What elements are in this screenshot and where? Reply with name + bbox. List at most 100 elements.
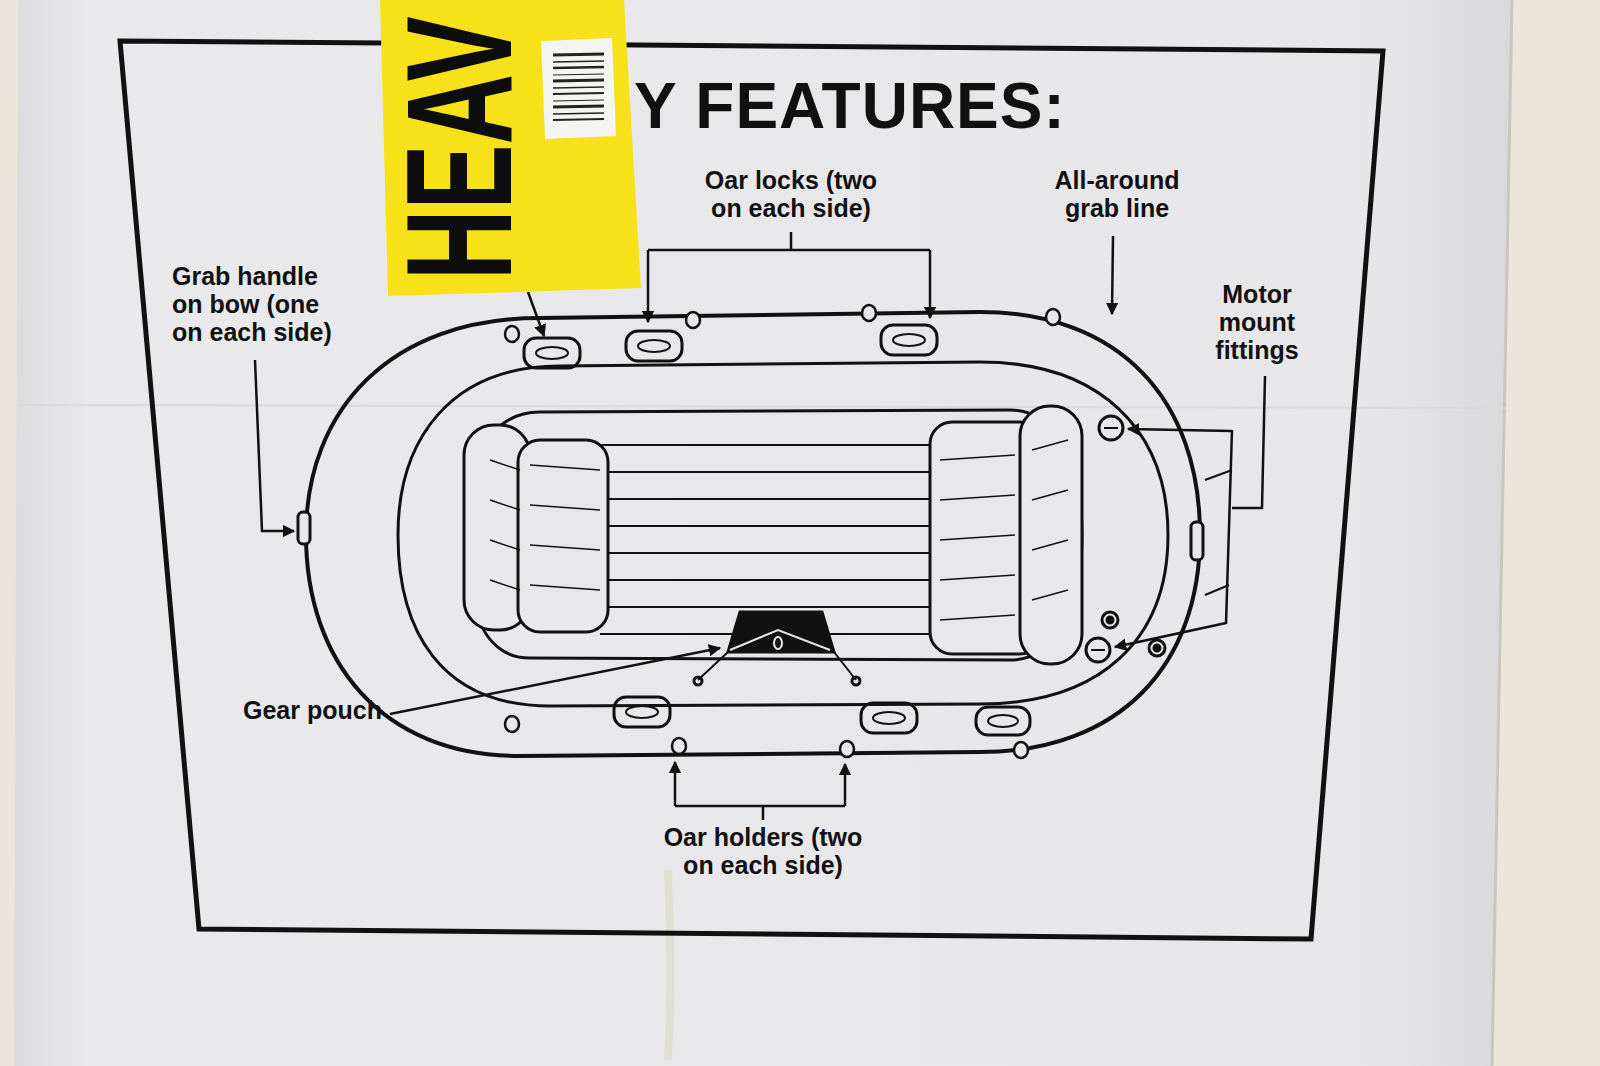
bar <box>553 100 604 101</box>
slat <box>600 444 935 446</box>
ring <box>1014 742 1028 758</box>
oar-lock <box>881 325 937 355</box>
sticker-word: HEAV <box>384 16 534 280</box>
oar-lock-eye <box>873 712 905 724</box>
seat-line <box>490 540 520 550</box>
pouch-flap <box>730 630 830 650</box>
seat-line <box>530 465 600 470</box>
slat <box>600 525 935 527</box>
seat-lines <box>490 460 600 590</box>
outer-hull <box>306 312 1200 756</box>
leader-line <box>844 764 847 806</box>
leader-line <box>528 292 544 336</box>
ring <box>672 738 686 754</box>
sticker <box>380 0 641 296</box>
oar-lock <box>614 697 670 727</box>
slat <box>600 579 935 581</box>
gear-pouch <box>728 612 834 652</box>
seat-line <box>1032 540 1068 550</box>
bracket <box>648 232 930 250</box>
bar <box>553 119 604 120</box>
oar-lock <box>861 703 917 733</box>
oar-lock-eye <box>536 347 568 359</box>
seat-back <box>1020 406 1082 664</box>
ring <box>686 312 700 328</box>
seat-line <box>1032 590 1068 600</box>
callout-label: All-around grab line <box>1032 166 1202 222</box>
leader-line <box>647 250 650 322</box>
boat <box>298 305 1203 758</box>
seat-line <box>490 500 520 510</box>
heading: Y FEATURES: <box>634 74 1066 138</box>
bar <box>553 87 604 88</box>
bar <box>553 113 604 114</box>
frame <box>120 41 1383 939</box>
oar-lock <box>524 338 580 368</box>
motor-fitting <box>1099 416 1123 440</box>
oar-lock <box>976 707 1030 735</box>
callout-label: Gear pouch <box>243 696 382 724</box>
callout-label: Motor mount fittings <box>1195 280 1319 364</box>
box-face <box>14 0 1512 1066</box>
bar <box>553 80 604 81</box>
callout-label: Oar locks (two on each side) <box>661 166 921 222</box>
leader-line <box>1128 429 1232 431</box>
callout-label: Grab handle on bow (one on each side) <box>172 262 352 346</box>
bar <box>553 54 604 55</box>
pouch-ring <box>694 677 702 685</box>
seat-line <box>530 585 600 590</box>
callout-label: Oar holders (two on each side) <box>633 823 893 879</box>
ring <box>505 326 519 342</box>
seat-lines <box>940 440 1068 620</box>
bar <box>553 61 604 62</box>
pouch-snap <box>774 637 782 649</box>
seat-line <box>490 460 520 470</box>
seat-line <box>530 505 600 510</box>
seat-line <box>940 615 1015 620</box>
seat-line <box>940 455 1015 460</box>
ring <box>840 741 854 757</box>
leader-line <box>1115 623 1226 647</box>
valve-core <box>1107 617 1113 623</box>
oar-lock-eye <box>638 340 670 352</box>
oar-locks <box>524 325 1030 735</box>
pouch-ring <box>852 677 860 685</box>
oar-lock-eye <box>893 334 925 346</box>
bar <box>553 67 604 68</box>
valve <box>1149 640 1165 656</box>
motor-fitting-slot <box>1091 649 1105 651</box>
bar <box>553 74 604 75</box>
seat-line <box>940 495 1015 500</box>
seat-line <box>490 580 520 590</box>
leader-line <box>929 250 932 318</box>
valve-core <box>1154 645 1160 651</box>
ring <box>862 305 876 321</box>
leader-line <box>1112 236 1113 314</box>
pouch-strap <box>698 652 856 680</box>
ring <box>505 716 519 732</box>
bracket <box>1226 376 1265 624</box>
slat <box>600 471 935 473</box>
floor-slats <box>600 445 935 634</box>
oar-lock-eye <box>626 706 658 718</box>
leader-line <box>390 648 720 714</box>
leader-line <box>255 360 294 531</box>
seat-line <box>940 535 1015 540</box>
box-edge <box>1492 0 1512 1066</box>
seat-line <box>530 545 600 550</box>
bar <box>553 93 604 94</box>
box-fold <box>18 405 1505 408</box>
leader-line <box>1205 470 1232 595</box>
bracket <box>675 806 845 820</box>
barcode <box>553 54 604 120</box>
inner-tube <box>398 362 1168 706</box>
slat <box>600 498 935 500</box>
slat <box>600 552 935 554</box>
slat <box>600 606 935 608</box>
motor-fitting-slot <box>1104 427 1118 429</box>
seat-line <box>940 575 1015 580</box>
grab-rings <box>505 305 1060 758</box>
leader-lines <box>255 232 1265 820</box>
